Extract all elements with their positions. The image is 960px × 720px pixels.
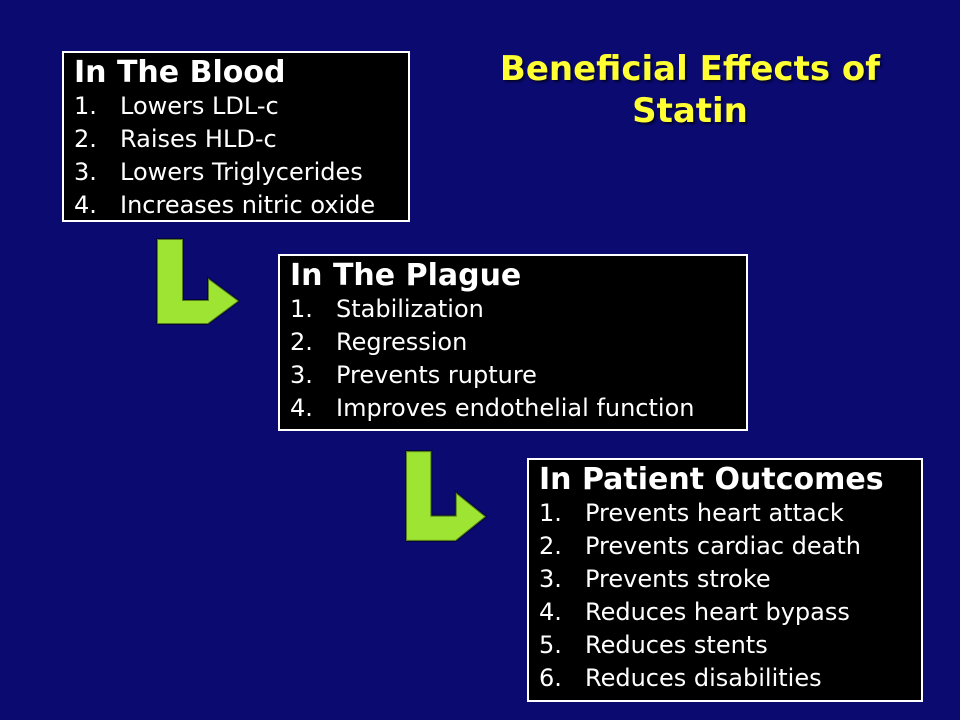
list-item: 1. Prevents heart attack — [539, 497, 911, 530]
list-item-text: Regression — [336, 328, 468, 356]
list-item-number: 5. — [539, 631, 562, 659]
list-item: 3. Prevents rupture — [290, 359, 736, 392]
list-item-text: Prevents cardiac death — [585, 532, 861, 560]
bent-arrow-icon — [156, 238, 240, 325]
list-item: 5. Reduces stents — [539, 629, 911, 662]
list-item-number: 1. — [290, 295, 313, 323]
list-item-number: 4. — [539, 598, 562, 626]
list-item-text: Lowers LDL-c — [120, 92, 279, 120]
list-item-number: 3. — [539, 565, 562, 593]
list-item-text: Prevents stroke — [585, 565, 771, 593]
list-item: 2. Prevents cardiac death — [539, 530, 911, 563]
list-item-text: Stabilization — [336, 295, 484, 323]
slide-title-line2: Statin — [632, 91, 748, 131]
outcomes-box-heading: In Patient Outcomes — [539, 462, 884, 497]
list-item-text: Reduces heart bypass — [585, 598, 850, 626]
list-item-number: 2. — [290, 328, 313, 356]
list-item: 4. Improves endothelial function — [290, 392, 736, 425]
list-item-number: 2. — [74, 125, 97, 153]
list-item-number: 6. — [539, 664, 562, 692]
list-item: 3. Prevents stroke — [539, 563, 911, 596]
slide-title: Beneficial Effects of Statin — [440, 48, 940, 132]
plague-box-heading: In The Plague — [290, 258, 522, 293]
list-item: 3. Lowers Triglycerides — [74, 156, 398, 189]
list-item-number: 2. — [539, 532, 562, 560]
plague-box-list: 1. Stabilization 2. Regression 3. Preven… — [290, 293, 736, 425]
list-item-number: 3. — [74, 158, 97, 186]
list-item-text: Lowers Triglycerides — [120, 158, 363, 186]
outcomes-box: In Patient Outcomes 1. Prevents heart at… — [527, 458, 923, 702]
list-item: 1. Stabilization — [290, 293, 736, 326]
outcomes-box-list: 1. Prevents heart attack 2. Prevents car… — [539, 497, 911, 695]
list-item-text: Prevents rupture — [336, 361, 537, 389]
slide-title-line1: Beneficial Effects of — [499, 49, 881, 89]
list-item: 4. Increases nitric oxide — [74, 189, 398, 220]
list-item: 2. Raises HLD-c — [74, 123, 398, 156]
list-item-text: Reduces disabilities — [585, 664, 822, 692]
list-item-text: Prevents heart attack — [585, 499, 844, 527]
list-item: 2. Regression — [290, 326, 736, 359]
list-item-text: Increases nitric oxide — [120, 191, 376, 219]
list-item-number: 3. — [290, 361, 313, 389]
list-item: 6. Reduces disabilities — [539, 662, 911, 695]
blood-box: In The Blood 1. Lowers LDL-c 2. Raises H… — [62, 51, 410, 222]
list-item-number: 4. — [74, 191, 97, 219]
blood-box-list: 1. Lowers LDL-c 2. Raises HLD-c 3. Lower… — [74, 90, 398, 220]
list-item-number: 1. — [74, 92, 97, 120]
list-item: 1. Lowers LDL-c — [74, 90, 398, 123]
list-item-number: 1. — [539, 499, 562, 527]
list-item: 4. Reduces heart bypass — [539, 596, 911, 629]
plague-box: In The Plague 1. Stabilization 2. Regres… — [278, 254, 748, 431]
list-item-number: 4. — [290, 394, 313, 422]
list-item-text: Improves endothelial function — [336, 394, 695, 422]
list-item-text: Raises HLD-c — [120, 125, 277, 153]
bent-arrow-icon — [405, 450, 487, 542]
list-item-text: Reduces stents — [585, 631, 768, 659]
blood-box-heading: In The Blood — [74, 55, 286, 90]
